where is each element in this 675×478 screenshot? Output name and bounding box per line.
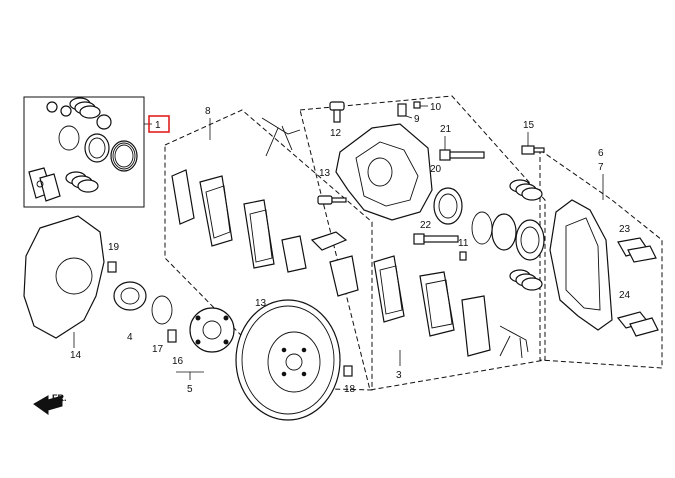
shim-center bbox=[329, 255, 359, 297]
small-cap bbox=[46, 101, 58, 113]
pin-boot-right bbox=[509, 179, 543, 201]
pad-outer-left bbox=[243, 199, 275, 269]
callout-10: 10 bbox=[430, 102, 442, 113]
bolt-13-caliper bbox=[317, 195, 347, 205]
shim-right bbox=[461, 295, 491, 357]
callout-1[interactable]: 1 bbox=[155, 120, 161, 131]
bolt-12 bbox=[329, 101, 345, 123]
shim-left bbox=[171, 169, 195, 225]
wheel-bearing bbox=[113, 281, 147, 311]
splash-guard-group: 14 19 bbox=[23, 215, 120, 361]
pad-spring-right bbox=[499, 325, 529, 359]
callout-22: 22 bbox=[420, 220, 432, 231]
front-label: FR. bbox=[52, 393, 67, 403]
shim-outer bbox=[281, 235, 307, 273]
seal-kit-frame bbox=[23, 96, 145, 208]
callout-24: 24 bbox=[619, 290, 631, 301]
callout-14: 14 bbox=[70, 350, 82, 361]
small-ring bbox=[60, 105, 72, 117]
bolt-11 bbox=[459, 251, 467, 261]
callout-13-bolt: 13 bbox=[319, 168, 331, 179]
callout-21: 21 bbox=[440, 124, 452, 135]
callout-4: 4 bbox=[127, 332, 133, 343]
bleed-screw bbox=[397, 103, 407, 117]
bleed-cap bbox=[413, 101, 421, 109]
front-direction-indicator: FR. bbox=[33, 393, 67, 415]
stud-16 bbox=[167, 329, 177, 343]
caliper-body bbox=[335, 123, 433, 221]
callout-12: 12 bbox=[330, 128, 342, 139]
callout-15: 15 bbox=[523, 120, 535, 131]
screw-18 bbox=[343, 365, 353, 377]
callout-5: 5 bbox=[187, 384, 193, 395]
pin-boot-upper bbox=[69, 97, 101, 119]
arrow-front-icon bbox=[33, 395, 63, 415]
pin-boot-right-lower bbox=[509, 269, 543, 291]
bushing-cap bbox=[96, 114, 112, 130]
splash-guard bbox=[23, 215, 105, 339]
callout-18: 18 bbox=[344, 384, 356, 395]
callout-13: 13 bbox=[255, 298, 267, 309]
pad-set-group: 8 3 bbox=[164, 95, 546, 391]
callout-19: 19 bbox=[108, 242, 120, 253]
bracket-outline-6 bbox=[539, 149, 663, 369]
callout-7: 7 bbox=[598, 162, 604, 173]
callout-9: 9 bbox=[414, 114, 420, 125]
piston-boot bbox=[110, 140, 138, 172]
bolt-15 bbox=[521, 145, 535, 155]
hub-bearing-group: 4 17 16 5 bbox=[113, 281, 235, 395]
callout-23: 23 bbox=[619, 224, 631, 235]
snap-ring-17 bbox=[151, 295, 173, 325]
caliper-seal-kit-group: 1 bbox=[23, 96, 170, 208]
callout-3: 3 bbox=[396, 370, 402, 381]
piston-seal-right bbox=[491, 213, 517, 251]
pin-boot-lower bbox=[65, 171, 99, 193]
callout-17: 17 bbox=[152, 344, 164, 355]
callout-16: 16 bbox=[172, 356, 184, 367]
caliper-bracket bbox=[549, 199, 613, 331]
callout-1-highlight bbox=[148, 115, 170, 133]
guide-pin-22 bbox=[413, 233, 459, 245]
piston-boot-right bbox=[515, 219, 545, 261]
pad-inner-left bbox=[199, 175, 233, 247]
caliper-group: 10 9 12 13 20 21 22 11 bbox=[317, 101, 663, 369]
callout-8: 8 bbox=[205, 106, 211, 117]
wear-indicator bbox=[310, 231, 348, 251]
bolt-19 bbox=[107, 261, 117, 273]
front-hub bbox=[189, 307, 235, 353]
callout-6: 6 bbox=[598, 148, 604, 159]
caliper-assy-outline bbox=[299, 95, 546, 391]
snap-ring-right bbox=[471, 211, 493, 245]
pad-outer-right bbox=[419, 271, 455, 337]
callout-11: 11 bbox=[458, 238, 469, 249]
brake-disc bbox=[235, 299, 341, 421]
guide-pin-21 bbox=[439, 149, 485, 161]
pad-spring-8 bbox=[261, 117, 301, 157]
grease-packets bbox=[28, 167, 61, 202]
callout-20: 20 bbox=[430, 164, 442, 175]
piston-20 bbox=[433, 187, 463, 225]
brake-disc-group: 13 18 bbox=[235, 298, 356, 421]
snap-ring bbox=[58, 125, 80, 151]
